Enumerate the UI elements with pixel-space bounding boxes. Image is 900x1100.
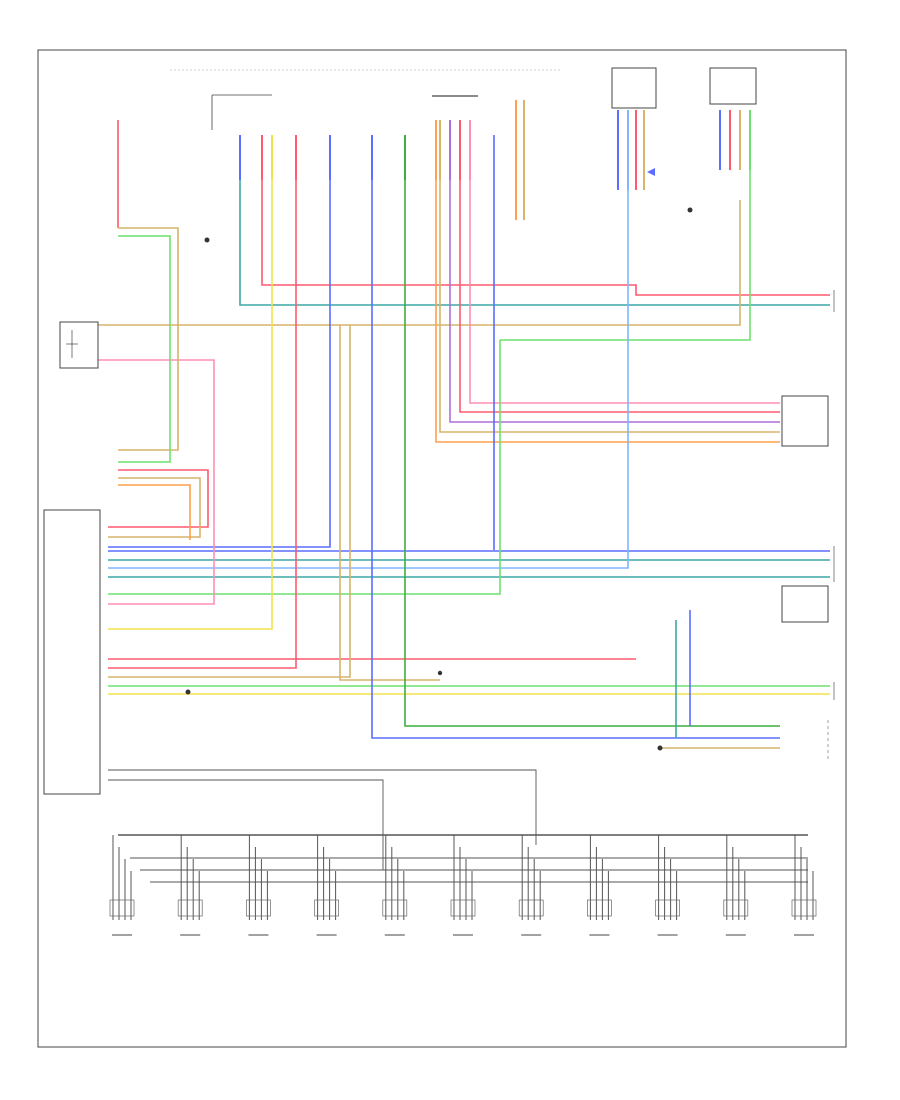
sensor-connector (723, 835, 749, 936)
wire-red-412 (459, 155, 780, 413)
sensor-bus (118, 834, 808, 883)
wire-tan-537 (108, 477, 201, 538)
bottom-sensor-group (109, 835, 817, 936)
wire-pink-604 (98, 359, 215, 605)
sensor-connector (177, 835, 203, 936)
wire-red-527 (108, 469, 209, 528)
control-module-upper-right (611, 67, 657, 109)
wire-tan-left-228 (118, 227, 179, 451)
wire-darkgreen-726 (404, 155, 780, 727)
wire-pink-403 (469, 155, 780, 404)
wire-tan-ecs (339, 325, 440, 681)
wire-blue-738 (371, 155, 780, 739)
main-control-module (43, 509, 101, 795)
wire-orange-442 (435, 155, 780, 443)
wire-gray-780 (108, 779, 384, 870)
wire-yellow-629 (108, 155, 273, 630)
wire-green-594 (108, 340, 501, 595)
wire-red-top (261, 155, 830, 296)
module-right-3 (781, 585, 829, 623)
ground-symbols (185, 168, 693, 751)
sensor-connector (382, 835, 408, 936)
components (43, 67, 829, 795)
wire-green-left-236 (118, 235, 171, 463)
wire-tan-677 (108, 325, 351, 678)
sensor-connector (655, 835, 680, 936)
wire-teal-top (239, 155, 830, 306)
right-connectors (827, 290, 835, 760)
wire-tan-432 (439, 155, 780, 433)
wire-tan-328 (98, 200, 741, 326)
top-wire-bundle (239, 100, 751, 550)
wire-red-668 (108, 155, 297, 669)
wire-lightblue-568 (108, 155, 629, 569)
wire-orange-left (118, 484, 191, 540)
wire-purple-422 (449, 155, 780, 423)
switch-box (59, 321, 99, 369)
wire-gray-770 (108, 769, 537, 845)
sensor-connector (587, 835, 612, 936)
sensor-connector (109, 835, 135, 936)
module-right-2 (781, 395, 829, 447)
sensor-connector (450, 835, 476, 936)
sensor-connector (246, 835, 271, 936)
sensor-connector (791, 835, 817, 936)
wire-harness-horizontal (98, 120, 830, 870)
sensor-connector (518, 835, 544, 936)
module-right-1 (709, 67, 757, 105)
sensor-connector (314, 835, 339, 936)
diagram-frame (37, 49, 847, 1048)
wire-blue-547 (108, 155, 331, 548)
wire-green-340 (500, 170, 751, 341)
